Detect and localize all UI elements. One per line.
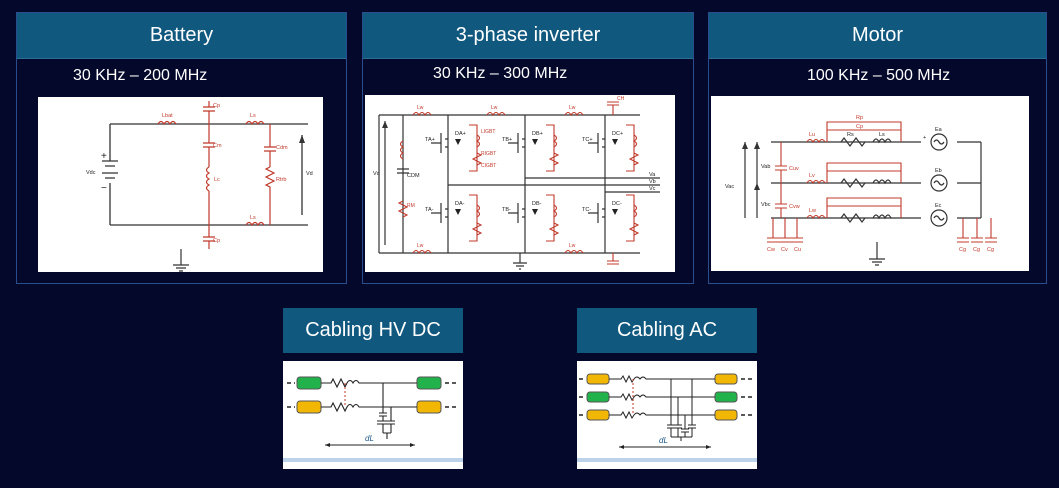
motor-title: Motor [709,13,1046,59]
vc-label: Vc [649,186,656,192]
eb-label: Eb [935,168,942,174]
battery-frequency-range: 30 KHz – 200 MHz [73,67,208,84]
minus-sign: − [101,183,107,194]
cu-label: Cu [794,247,801,253]
cuv-label: Cuv [789,166,799,172]
cabling-ac-title: Cabling AC [577,308,757,353]
cm-label: Cm [213,143,222,149]
rtrb-label: Rtrb [276,177,286,183]
tc-minus-label: TC- [582,207,591,213]
inverter-frequency-range: 30 KHz – 300 MHz [433,65,568,82]
lu-label: Lu [809,132,815,138]
ls-label: Ls [879,132,885,138]
cabling-dc-panel: Cabling HV DC dL [283,308,463,469]
cabling-ac-panel: Cabling AC dL [577,308,757,469]
lw-label-2: Lw [491,105,498,111]
battery-title: Battery [17,13,346,59]
tb-minus-label: TB- [502,207,511,213]
vbc-label: Vbc [761,202,771,208]
ls-top-label: Ls [250,113,256,119]
cabling-dc-schematic: dL [283,361,463,469]
dl-label-ac: dL [659,436,668,445]
lw-label-3: Lw [569,105,576,111]
cg-label-2: Cg [973,247,980,253]
cw-label: Cw [767,247,775,253]
plus-sign: + [923,135,926,141]
lw-label-4: Lw [417,243,424,249]
cigbt-label: CIGBT [481,163,496,169]
motor-schematic: Rp Cp Lu Lv Lw Cuv Cvw Cw Cv Cu Cg Cg Cg… [711,96,1029,271]
vd-label: Vd [373,171,380,177]
motor-panel: Motor 100 KHz – 500 MHz [708,12,1047,284]
vab-label: Vab [761,164,770,170]
lw-label-5: Lw [569,243,576,249]
da-minus-label: DA- [455,201,465,207]
dl-label: dL [365,434,374,443]
cvw-label: Cvw [789,204,800,210]
tc-plus-label: TC+ [582,137,593,143]
rs-label: Rs [847,132,854,138]
cp-bottom-label: Cp [213,238,220,244]
inverter-schematic: Lw Lw Lw Lw Lw RM LIGBT RIGBT CIGBT CH V… [365,95,675,272]
battery-schematic: Lbat Cp Ls Cm Cdm Lc Rtrb Ls Cp Vdc Vd +… [38,97,323,272]
vb-label: Vb [649,179,656,185]
lw-label-1: Lw [417,105,424,111]
cg-label-3: Cg [987,247,994,253]
cdm-label: CDM [407,173,420,179]
da-plus-label: DA+ [455,131,466,137]
lbat-label: Lbat [162,113,173,119]
ligbt-label: LIGBT [481,129,495,135]
inverter-title: 3-phase inverter [363,13,693,59]
battery-panel: Battery 30 KHz – 200 MHz [16,12,347,284]
plus-sign: + [101,151,107,162]
lv-label: Lv [809,173,815,179]
dc-plus-label: DC+ [612,131,623,137]
rp-label: Rp [856,115,863,121]
ec-label: Ec [935,203,942,209]
motor-frequency-range: 100 KHz – 500 MHz [807,67,951,84]
cabling-dc-title: Cabling HV DC [283,308,463,353]
ch-label: CH [617,96,625,102]
ta-plus-label: TA+ [425,137,435,143]
vdc-label: Vdc [86,170,96,176]
cp-label: Cp [856,124,863,130]
cg-label-1: Cg [959,247,966,253]
cdm-label: Cdm [276,145,288,151]
tb-plus-label: TB+ [502,137,512,143]
vac-label: Vac [725,184,734,190]
db-plus-label: DB+ [532,131,543,137]
ea-label: Ea [935,127,943,133]
lw-label: Lw [809,208,816,214]
ls-bottom-label: Ls [250,215,256,221]
va-label: Va [649,172,656,178]
cv-label: Cv [781,247,788,253]
vd-label: Vd [306,171,313,177]
ta-minus-label: TA- [425,207,434,213]
rigbt-label: RIGBT [481,151,496,157]
inverter-panel: 3-phase inverter 30 KHz – 300 MHz [362,12,694,284]
cabling-ac-schematic: dL [577,361,757,469]
db-minus-label: DB- [532,201,542,207]
lc-label: Lc [214,177,220,183]
cp-top-label: Cp [213,103,220,109]
dc-minus-label: DC- [612,201,622,207]
rm-label: RM [407,203,415,209]
